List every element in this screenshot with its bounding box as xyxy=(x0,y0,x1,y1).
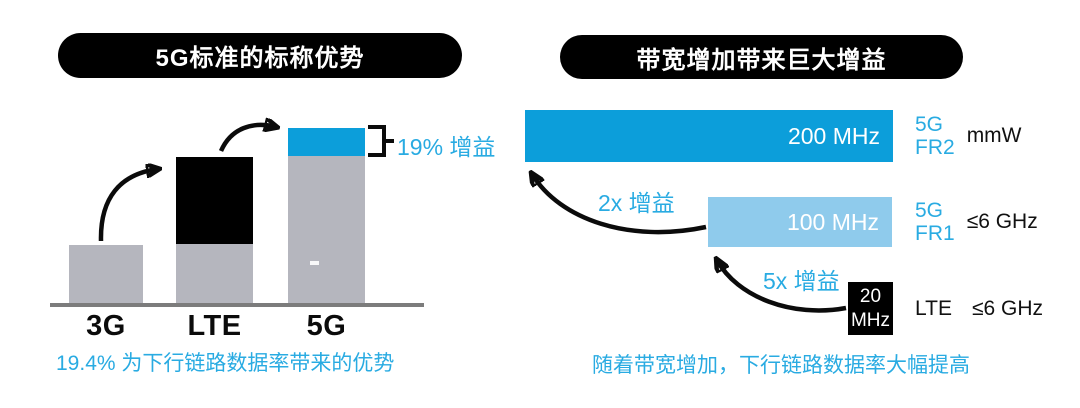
band-row-fr1: 5G FR1 ≤6 GHz xyxy=(915,197,1038,247)
right-caption: 随着带宽增加，下行链路数据率大幅提高 xyxy=(592,354,970,377)
bar-5g-gain xyxy=(288,128,365,156)
left-caption: 19.4% 为下行链路数据率带来的优势 xyxy=(56,352,395,375)
arrow-lte-to-5g-icon xyxy=(218,125,276,152)
bar-5g-dash-mark xyxy=(310,261,319,265)
bar-20mhz-line1: 20 xyxy=(859,285,882,307)
gain-19-label: 19% 增益 xyxy=(397,134,496,160)
bar-20mhz-line2: MHz xyxy=(850,309,891,331)
gain-5x-label: 5x 增益 xyxy=(763,268,840,294)
bar-lte-improvement xyxy=(176,157,253,244)
gain-2x-label: 2x 增益 xyxy=(598,190,675,216)
band-row-fr2: 5G FR2 mmW xyxy=(915,110,1022,162)
bar-200mhz: 200 MHz xyxy=(525,110,893,162)
right-title-pill: 带宽增加带来巨大增益 xyxy=(560,35,963,79)
bar-5g-base xyxy=(288,156,365,303)
gain-bracket-icon xyxy=(368,125,394,157)
tech-5g-fr2: 5G FR2 xyxy=(915,113,955,159)
bar-3g xyxy=(69,245,143,303)
bar-200mhz-label: 200 MHz xyxy=(787,122,880,149)
tech-5g-fr1: 5G FR1 xyxy=(915,199,955,245)
spectrum-sub6-fr1: ≤6 GHz xyxy=(966,210,1038,233)
spectrum-sub6-lte: ≤6 GHz xyxy=(971,296,1044,320)
bar-100mhz-label: 100 MHz xyxy=(786,208,879,235)
left-title: 5G标准的标称优势 xyxy=(155,45,365,72)
x-label-lte: LTE xyxy=(187,310,242,342)
arrow-3g-to-lte-icon xyxy=(98,169,158,242)
band-row-lte: LTE ≤6 GHz xyxy=(915,282,1043,335)
tech-5g-fr1-line1: 5G xyxy=(915,199,944,222)
tech-lte: LTE xyxy=(915,296,952,320)
tech-5g-fr2-line1: 5G xyxy=(915,113,944,136)
left-title-pill: 5G标准的标称优势 xyxy=(58,33,462,78)
x-label-3g: 3G xyxy=(86,310,126,342)
spectrum-mmw: mmW xyxy=(966,124,1022,147)
tech-5g-fr1-line2: FR1 xyxy=(915,222,955,245)
x-axis-baseline xyxy=(50,303,424,307)
bar-20mhz: 20 MHz xyxy=(848,282,893,335)
bar-lte-base xyxy=(176,244,253,303)
bar-100mhz: 100 MHz xyxy=(708,197,892,247)
tech-5g-fr2-line2: FR2 xyxy=(915,136,955,159)
right-title: 带宽增加带来巨大增益 xyxy=(636,46,887,74)
x-label-5g: 5G xyxy=(306,310,347,342)
